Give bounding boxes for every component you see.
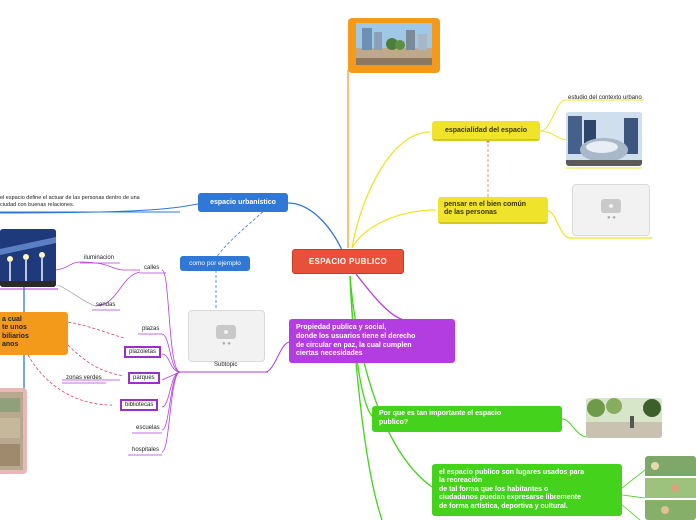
orange-note[interactable]: a cual te unos biliarios anos (0, 312, 68, 355)
leaf-zonas-verdes[interactable]: zonas verdes (66, 375, 102, 381)
topic-espacialidad[interactable]: espacialidad del espacio (432, 121, 540, 141)
image-placeholder-right: ● ● (572, 184, 650, 236)
park-photo (586, 398, 662, 438)
topic-espacialidad-label: espacialidad del espacio (444, 126, 528, 134)
como-por-ejemplo-label: como por ejemplo (189, 260, 241, 267)
subtopic-image-placeholder: ● ● (188, 310, 265, 362)
city-photo-art (356, 23, 432, 65)
subtopic-label: Subtopic (214, 362, 238, 368)
park-photo-art (586, 398, 662, 438)
topic-urbanistico[interactable]: espacio urbanístico (198, 193, 288, 212)
topic-importante[interactable]: Por que es tan importante el espacio pub… (372, 406, 562, 432)
leaf-plazas[interactable]: plazas (142, 326, 160, 332)
leaf-iluminacion[interactable]: iluminacion (84, 255, 115, 261)
leaf-calles[interactable]: calles (144, 265, 160, 271)
bean-sculpture-art (566, 112, 642, 166)
leaf-hospitales[interactable]: hospitales (132, 447, 160, 453)
como-por-ejemplo-tag[interactable]: como por ejemplo (180, 256, 250, 271)
plaza-photo-left (0, 388, 27, 474)
bean-sculpture-photo (566, 112, 642, 166)
central-node[interactable]: ESPACIO PUBLICO (292, 249, 404, 274)
topic-bien-comun[interactable]: pensar en el bien común de las personas (438, 197, 548, 224)
central-label: ESPACIO PUBLICO (308, 257, 388, 266)
topic-recreacion[interactable]: el espacio publico son lugares usados pa… (432, 464, 622, 516)
plaza-photo-art (0, 392, 23, 470)
city-photo-top (348, 18, 440, 73)
leaf-plazoletas[interactable]: plazoletas (124, 346, 162, 358)
urbanistico-note: el espacio define el actuar de las perso… (0, 195, 140, 208)
topic-urbanistico-label: espacio urbanístico (210, 199, 276, 206)
leaf-sendas[interactable]: sendas (96, 302, 116, 308)
light-structure-art (0, 229, 56, 287)
leaf-bibliotecas[interactable]: bibliotecas (120, 399, 159, 411)
topic-propiedad[interactable]: Propiedad publica y social, donde los us… (289, 319, 455, 363)
light-structure-photo (0, 229, 56, 287)
recreation-photos-art (645, 456, 696, 520)
espacialidad-caption: estudio del contexto urbano (568, 95, 642, 101)
leaf-escuelas[interactable]: escuelas (136, 425, 160, 431)
leaf-parques[interactable]: parques (128, 372, 160, 384)
recreation-photos (645, 456, 696, 520)
